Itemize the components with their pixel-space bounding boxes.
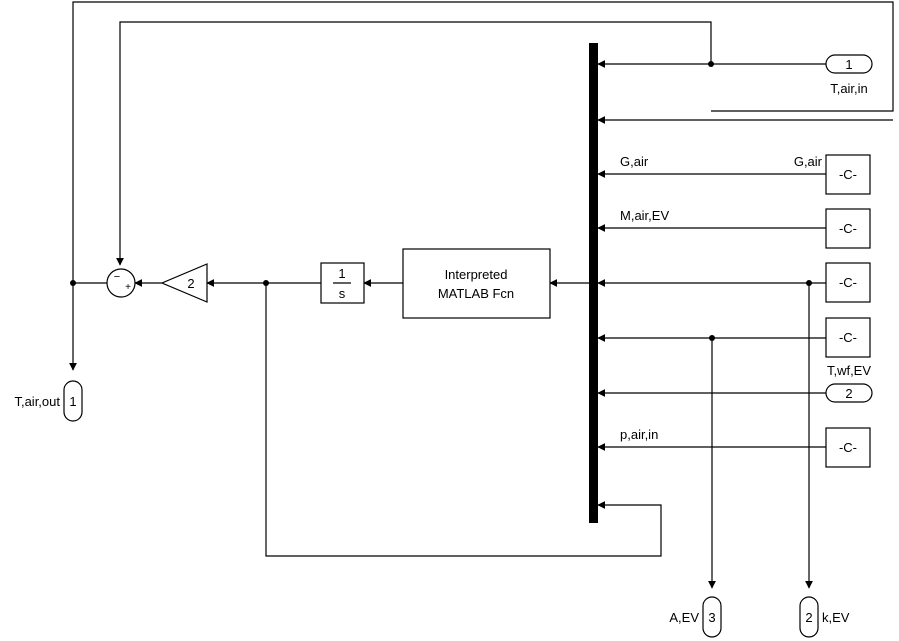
constant-block[interactable]: -C- xyxy=(825,427,871,468)
wire-top-loop xyxy=(69,1,894,371)
gain-value: 2 xyxy=(187,276,194,291)
inport-1-label: T,air,in xyxy=(830,81,868,96)
matlab-fcn-line2: MATLAB Fcn xyxy=(438,286,514,301)
wire-tairin-sum xyxy=(116,21,712,266)
integrator-numerator: 1 xyxy=(338,266,345,281)
inport-1-number: 1 xyxy=(845,57,852,72)
outport-2-number: 2 xyxy=(805,610,812,625)
outport-1-number: 1 xyxy=(69,394,76,409)
junction-dot xyxy=(806,280,812,286)
outport-3-label: A,EV xyxy=(669,610,699,625)
outport-2[interactable]: 2 k,EV xyxy=(799,596,850,638)
outport-3-number: 3 xyxy=(708,610,715,625)
integrator-denominator: s xyxy=(339,286,346,301)
constant-label: -C- xyxy=(839,330,857,345)
outport-2-label: k,EV xyxy=(822,610,850,625)
junction-dot xyxy=(70,280,76,286)
constant-block[interactable]: -C- xyxy=(825,317,871,358)
junction-dot xyxy=(708,61,714,67)
sum-minus-sign: − xyxy=(114,271,120,283)
junction-dot xyxy=(263,280,269,286)
inport-1[interactable]: 1 T,air,in xyxy=(825,54,873,96)
constant-block[interactable]: -C- xyxy=(825,208,871,249)
sum-block[interactable]: − + xyxy=(106,268,136,298)
integrator-block[interactable]: 1 s xyxy=(320,262,365,304)
constant-block[interactable]: -C- xyxy=(825,262,871,303)
signal-label-gair-right: G,air xyxy=(794,154,823,169)
sum-plus-sign: + xyxy=(125,282,131,293)
inport-2-label: T,wf,EV xyxy=(827,363,871,378)
wire-int-feedback xyxy=(265,283,662,557)
constant-label: -C- xyxy=(839,167,857,182)
inport-2[interactable]: 2 T,wf,EV xyxy=(825,363,873,403)
outport-3[interactable]: 3 A,EV xyxy=(669,596,722,638)
outport-1-label: T,air,out xyxy=(14,394,60,409)
constant-block[interactable]: -C- xyxy=(825,154,871,195)
inport-2-number: 2 xyxy=(845,386,852,401)
constant-label: -C- xyxy=(839,221,857,236)
signal-label-pairin: p,air,in xyxy=(620,427,658,442)
gain-block[interactable]: 2 xyxy=(160,263,208,303)
constant-label: -C- xyxy=(839,275,857,290)
matlab-fcn-line1: Interpreted xyxy=(445,267,508,282)
junction-dot xyxy=(709,335,715,341)
matlab-fcn-block[interactable]: Interpreted MATLAB Fcn xyxy=(402,248,551,319)
mux-bar[interactable] xyxy=(589,43,598,523)
signal-label-gair-left: G,air xyxy=(620,154,649,169)
signal-label-mairev: M,air,EV xyxy=(620,208,669,223)
outport-1[interactable]: 1 T,air,out xyxy=(14,380,83,422)
constant-label: -C- xyxy=(839,440,857,455)
